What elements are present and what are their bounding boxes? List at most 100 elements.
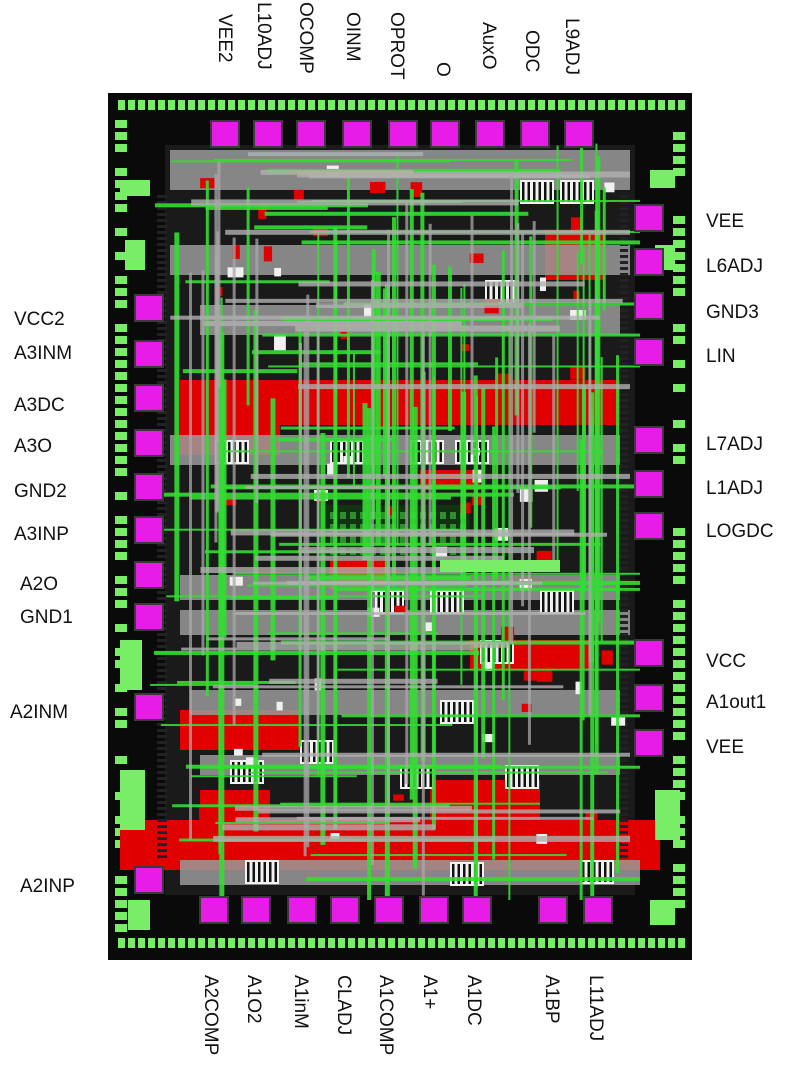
pin-label-bottom: A1O2 xyxy=(243,975,264,1024)
poly-route xyxy=(255,238,259,504)
transistor-stripe xyxy=(587,862,590,882)
rail-stripe xyxy=(157,225,167,228)
pad-ring-cell xyxy=(673,456,685,464)
rail-stripe xyxy=(620,543,628,546)
transistor-stripe xyxy=(313,742,316,762)
pad-ring-cell xyxy=(658,100,665,110)
metal-route xyxy=(251,350,381,355)
metal-route xyxy=(205,205,328,210)
poly-route xyxy=(262,752,630,757)
transistor-base xyxy=(540,590,574,614)
pin-label-bottom: A2COMP xyxy=(200,975,221,1055)
pad-ring-cell xyxy=(115,444,127,452)
pad-ring-cell xyxy=(608,938,615,948)
metal-route xyxy=(280,802,540,805)
rail-stripe xyxy=(620,207,628,210)
top-pad xyxy=(564,120,594,148)
pad-ring-cell xyxy=(673,420,685,428)
rail-stripe xyxy=(620,429,628,432)
metal-route xyxy=(166,595,484,598)
metal-route xyxy=(396,151,399,545)
rail-stripe xyxy=(620,807,628,810)
rail-stripe xyxy=(620,561,628,564)
pad-ring-cell xyxy=(115,492,127,500)
pad-metal xyxy=(636,340,662,364)
metal-route xyxy=(268,365,640,368)
transistor-stripe xyxy=(399,592,402,612)
rail-stripe xyxy=(620,579,628,582)
device-cell xyxy=(483,662,493,671)
center-cell xyxy=(340,536,346,543)
pad-ring-cell xyxy=(115,540,127,548)
rail-stripe xyxy=(620,291,628,294)
rail-stripe xyxy=(620,519,628,522)
pad-ring-cell xyxy=(115,168,127,176)
poly-route xyxy=(298,547,535,554)
pad-metal xyxy=(255,122,281,146)
pad-ring-cell xyxy=(115,528,127,536)
metal-route xyxy=(412,406,418,869)
pad-metal xyxy=(136,386,162,410)
pad-metal xyxy=(636,514,662,538)
pad-ring-cell xyxy=(458,100,465,110)
transistor-stripe xyxy=(553,592,556,612)
poly-route xyxy=(552,335,556,567)
pad-ring-cell xyxy=(508,938,515,948)
transistor-stripe xyxy=(604,862,607,882)
pad-ring-cell xyxy=(368,100,375,110)
right-pad xyxy=(634,684,664,712)
pin-label-left: A2INP xyxy=(20,876,75,897)
transistor-stripe xyxy=(523,767,526,787)
pad-ring-cell xyxy=(168,938,175,948)
rail-stripe xyxy=(620,267,628,270)
pad-ring-cell xyxy=(438,100,445,110)
pad-metal xyxy=(298,122,324,146)
pad-ring-cell xyxy=(198,938,205,948)
rail-stripe xyxy=(157,855,167,858)
pad-ring-cell xyxy=(115,132,127,140)
device-cell xyxy=(276,701,283,711)
pin-label-right: VEE xyxy=(706,737,744,758)
metal-route xyxy=(205,180,209,697)
pad-ring-cell xyxy=(628,100,635,110)
poly-route xyxy=(230,529,575,536)
transistor-stripe xyxy=(479,864,482,884)
center-cell xyxy=(380,512,386,519)
rail-stripe xyxy=(157,741,167,744)
device-cell xyxy=(394,605,407,613)
poly-route xyxy=(232,237,236,726)
poly-route xyxy=(225,298,623,303)
transistor-stripe xyxy=(609,862,612,882)
rail-stripe xyxy=(620,423,628,426)
pad-ring-cell xyxy=(115,756,127,764)
pad-ring-cell xyxy=(488,100,495,110)
pad-metal xyxy=(344,122,370,146)
pad-ring-cell xyxy=(115,120,127,128)
transistor-stripe xyxy=(443,592,446,612)
rail-stripe xyxy=(157,549,167,552)
device-cell xyxy=(573,290,580,300)
pad-ring-cell xyxy=(673,696,685,704)
pad-ring-cell xyxy=(618,100,625,110)
pin-label-right: LOGDC xyxy=(706,521,774,542)
poly-route xyxy=(181,647,474,651)
pad-ring-cell xyxy=(528,938,535,948)
pad-metal xyxy=(390,122,416,146)
rail-stripe xyxy=(157,231,167,234)
center-cell xyxy=(450,536,456,543)
rail-stripe xyxy=(157,411,167,414)
pad-ring-cell xyxy=(115,384,127,392)
metal-route xyxy=(229,597,339,600)
rail-stripe xyxy=(157,783,167,786)
transistor-block xyxy=(440,700,474,724)
pad-ring-cell xyxy=(115,516,127,524)
transistor-stripe xyxy=(547,592,550,612)
center-cell xyxy=(380,524,386,531)
pad-metal xyxy=(636,294,662,318)
poly-route xyxy=(588,299,592,716)
metal-block xyxy=(180,710,300,750)
pad-ring-cell xyxy=(528,100,535,110)
rail-stripe xyxy=(157,747,167,750)
rail-stripe xyxy=(157,327,167,330)
poly-route xyxy=(235,817,421,823)
